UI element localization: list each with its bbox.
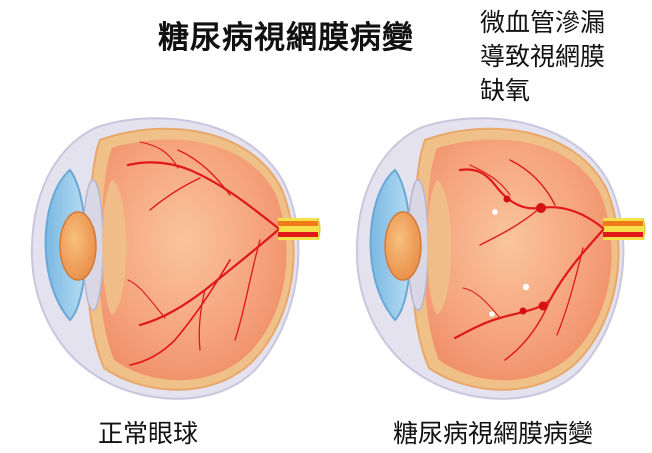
exudate (523, 284, 529, 290)
microaneurysm (520, 308, 527, 315)
exudate (489, 311, 495, 317)
annotation-line: 缺氧 (480, 74, 605, 108)
microaneurysm (539, 302, 548, 311)
microaneurysm (536, 203, 546, 213)
annotation-text: 微血管滲漏 導致視網膜 缺氧 (480, 6, 605, 108)
microaneurysm (504, 196, 511, 203)
diseased-eyeball (357, 118, 645, 398)
optic-nerve (278, 218, 320, 240)
diseased-eye-label: 糖尿病視網膜病變 (393, 414, 593, 450)
optic-nerve (603, 218, 645, 240)
annotation-line: 微血管滲漏 (480, 6, 605, 40)
normal-eye-label: 正常眼球 (98, 414, 198, 450)
annotation-line: 導致視網膜 (480, 40, 605, 74)
page-title: 糖尿病視網膜病變 (158, 12, 414, 57)
lens (60, 212, 96, 280)
lens (385, 212, 421, 280)
exudate (492, 209, 498, 215)
normal-eyeball (32, 118, 320, 398)
